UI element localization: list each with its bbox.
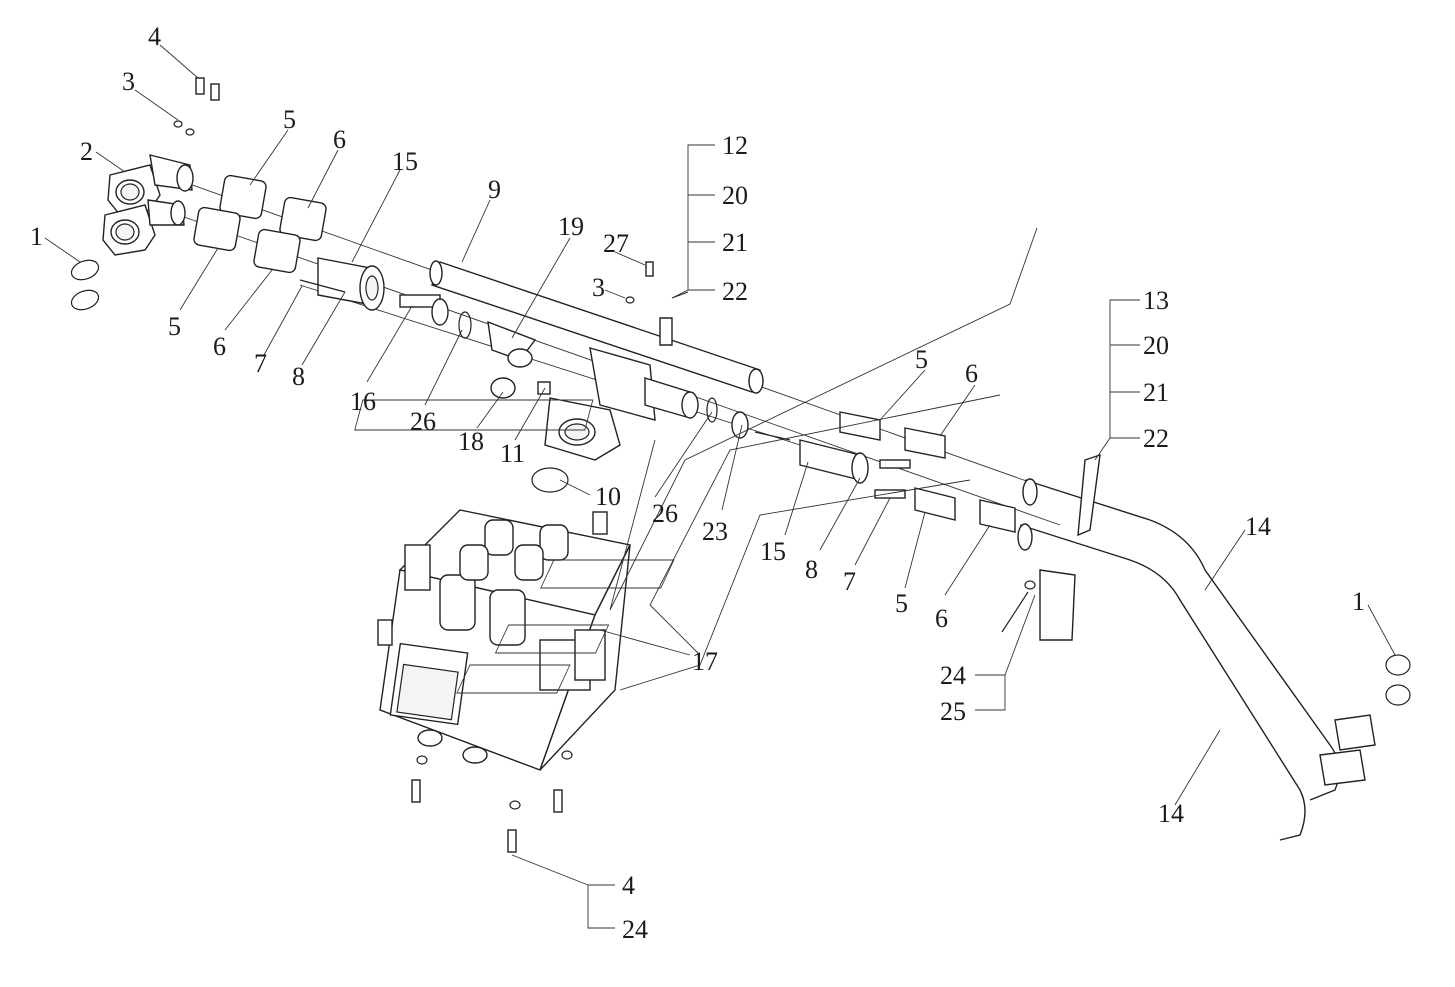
o-ring-10	[531, 467, 569, 493]
callout: 4	[148, 22, 161, 51]
bolt-set-top-left	[173, 77, 220, 136]
bracket-plate-right	[1001, 453, 1101, 641]
callout: 23	[702, 517, 728, 546]
fittings-mid-right	[731, 411, 1016, 533]
callout: 6	[935, 604, 948, 633]
callout: 14	[1245, 512, 1271, 541]
bracket-mid-label: 24	[940, 661, 966, 690]
bracket-bottom-label: 4	[622, 871, 635, 900]
callout: 17	[692, 647, 718, 676]
bracket-plate-top	[659, 291, 689, 346]
bolt-set-bottom	[411, 750, 573, 853]
check-valve-left	[399, 294, 472, 339]
bracket-right-label: 20	[1143, 331, 1169, 360]
bracket-top-label: 22	[722, 277, 748, 306]
leader-lines	[44, 44, 1396, 806]
callout: 19	[558, 212, 584, 241]
hose-sleeves-upper	[193, 174, 327, 274]
callout: 2	[80, 137, 93, 166]
valve-block	[377, 509, 632, 771]
callout: 14	[1158, 799, 1184, 828]
callout: 6	[965, 359, 978, 388]
callout: 1	[1352, 587, 1365, 616]
callout: 6	[333, 125, 346, 154]
callout: 10	[595, 482, 621, 511]
callout: 27	[603, 229, 629, 258]
callout: 15	[392, 147, 418, 176]
callout: 5	[283, 105, 296, 134]
group-bracket-lines	[511, 144, 1140, 929]
bracket-right-label: 13	[1143, 286, 1169, 315]
callout: 18	[458, 427, 484, 456]
bracket-right-label: 21	[1143, 378, 1169, 407]
callout: 15	[760, 537, 786, 566]
flange-block-lower	[102, 199, 186, 256]
callout: 8	[292, 362, 305, 391]
callout: 5	[895, 589, 908, 618]
callout: 5	[168, 312, 181, 341]
callout: 1	[30, 222, 43, 251]
callout-labels: 4 3 2 1 5 6 15 5 6 7 8 16 9 19 26 18 11 …	[30, 22, 1365, 944]
callout: 7	[254, 349, 267, 378]
leader-frames	[354, 227, 1038, 694]
callout: 16	[350, 387, 376, 416]
callout: 26	[652, 499, 678, 528]
callout: 3	[592, 273, 605, 302]
bracket-bottom-label: 24	[622, 915, 648, 944]
bracket-top-label: 20	[722, 181, 748, 210]
bracket-top-label: 12	[722, 131, 748, 160]
long-pipe	[429, 260, 764, 394]
callout: 8	[805, 555, 818, 584]
o-ring-right	[1385, 654, 1411, 706]
callout: 7	[843, 567, 856, 596]
bracket-right-label: 22	[1143, 424, 1169, 453]
callout: 6	[213, 332, 226, 361]
bracket-top-label: 21	[722, 228, 748, 257]
callout: 26	[410, 407, 436, 436]
bent-pipes	[1017, 478, 1376, 841]
o-ring-left	[70, 259, 100, 311]
callout: 5	[915, 345, 928, 374]
bracket-mid-label: 25	[940, 697, 966, 726]
callout: 3	[122, 67, 135, 96]
callout: 9	[488, 175, 501, 204]
manifold-top-assembly	[487, 261, 718, 461]
fitting-upper-left	[299, 257, 385, 311]
callout: 11	[500, 439, 525, 468]
